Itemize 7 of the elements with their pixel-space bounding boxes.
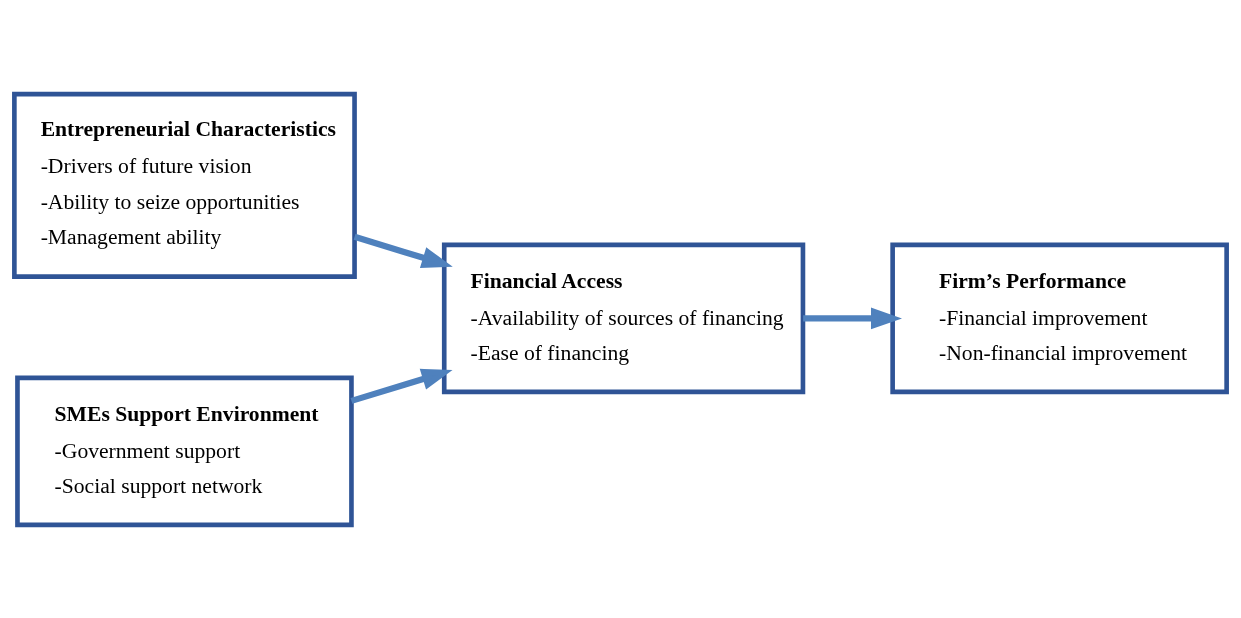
arrow <box>353 233 453 268</box>
node-box: SMEs Support Environment -Government support -Social support network <box>15 375 354 527</box>
arrow <box>350 368 453 404</box>
node-box: Firm’s Performance -Financial improvement -Non-financial improvement <box>890 242 1229 394</box>
node-box: Entrepreneurial Characteristics -Drivers of future vision -Ability to seize opportunities -Management ability <box>12 91 357 279</box>
node-box: Financial Access -Availability of sources of financing -Ease of financing <box>441 242 806 394</box>
arrow <box>803 307 902 329</box>
